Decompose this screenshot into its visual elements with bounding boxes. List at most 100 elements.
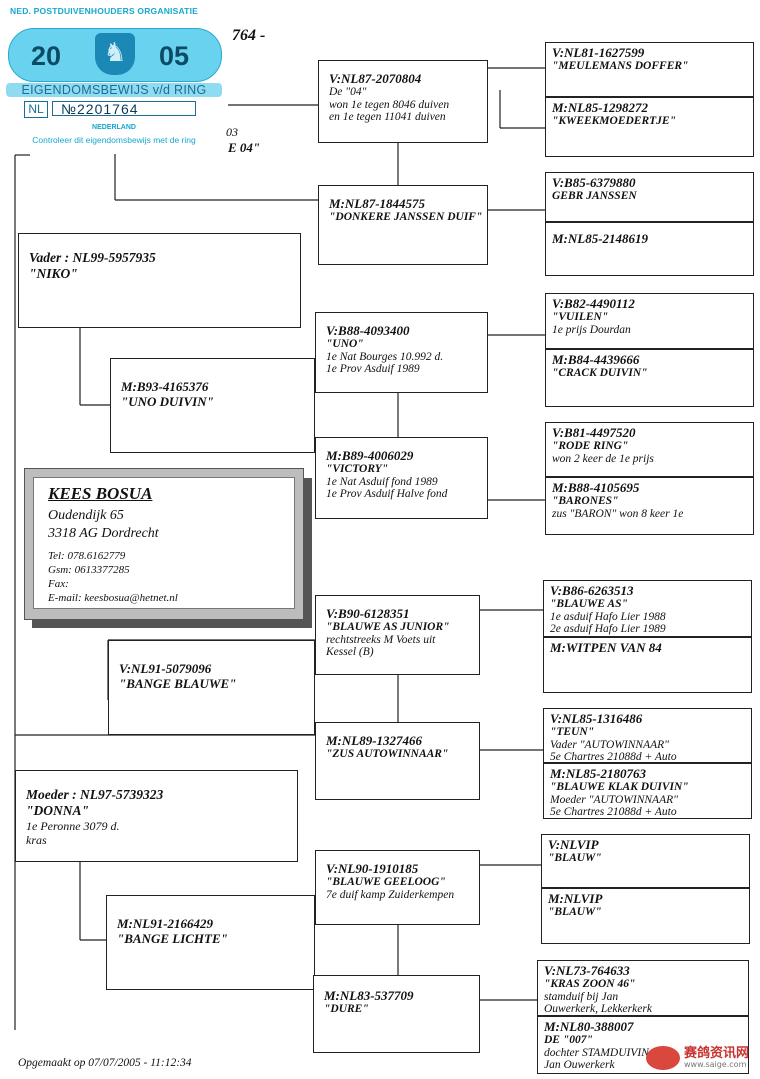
mother-ring: Moeder : NL97-5739323 bbox=[26, 787, 164, 802]
ff-line2: en 1e tegen 11041 duiven bbox=[329, 111, 446, 123]
certificate-year-left: 20 bbox=[31, 41, 62, 71]
owner-email[interactable]: E-mail: keesbosua@hetnet.nl bbox=[48, 592, 178, 604]
fmm-line1: 1e Nat Asduif fond 1989 bbox=[326, 475, 438, 488]
created-timestamp: Opgemaakt op 07/07/2005 - 11:12:34 bbox=[18, 1057, 192, 1069]
fmf-line2: 1e Prov Asduif 1989 bbox=[326, 363, 420, 375]
gg-ring: V:B85-6379880 bbox=[552, 175, 636, 190]
gg-ring: M:NL85-2148619 bbox=[552, 231, 649, 246]
mmf-name: "BLAUWE GEELOOG" bbox=[326, 876, 446, 888]
ring-ownership-certificate: NED. POSTDUIVENHOUDERS ORGANISATIE 20 ♞ … bbox=[0, 0, 228, 154]
mother-father-box: V:NL91-5079096 "BANGE BLAUWE" bbox=[108, 640, 315, 735]
fmm-name: "VICTORY" bbox=[326, 463, 389, 475]
gg-line: 1e asduif Hafo Lier 1988 bbox=[550, 610, 666, 623]
father-name: "NIKO" bbox=[29, 266, 78, 281]
owner-street: Oudendijk 65 bbox=[48, 508, 124, 523]
gg-line: Moeder "AUTOWINNAAR" bbox=[550, 793, 678, 806]
fmf-name: "UNO" bbox=[326, 338, 364, 350]
gg-ring: V:NL81-1627599 bbox=[552, 45, 645, 60]
fmother-ring: M:B93-4165376 bbox=[121, 379, 209, 394]
mff-line1: rechtstreeks M Voets uit bbox=[326, 633, 436, 646]
gg-line: dochter STAMDUIVIN bbox=[544, 1046, 649, 1059]
great-grandparent-box: V:B85-6379880 GEBR JANSSEN bbox=[545, 172, 754, 222]
grandmother-paternal-box: M:NL87-1844575 "DONKERE JANSSEN DUIF" bbox=[318, 185, 488, 265]
watermark-title: 赛鸽资讯网 bbox=[684, 1046, 750, 1061]
gg-name: "CRACK DUIVIN" bbox=[552, 367, 648, 379]
gg-ring: M:B84-4439666 bbox=[552, 352, 640, 367]
gg-ring: M:NL85-1298272 bbox=[552, 100, 649, 115]
grandfather-paternal-box: V:NL87-2070804 De "04" won 1e tegen 8046… bbox=[318, 60, 488, 143]
gg-name: "MEULEMANS DOFFER" bbox=[552, 60, 689, 72]
gg-ring: V:B86-6263513 bbox=[550, 583, 634, 598]
mmm-ring: M:NL83-537709 bbox=[324, 988, 414, 1003]
mfm-name: "ZUS AUTOWINNAAR" bbox=[326, 748, 449, 760]
great-grandparent-box: M:B84-4439666 "CRACK DUIVIN" bbox=[545, 349, 754, 407]
certificate-control-text: Controleer dit eigendomsbewijs met de ri… bbox=[32, 135, 196, 145]
subject-ring-fragment: 764 - bbox=[232, 27, 266, 44]
mm-ring: M:NL91-2166429 bbox=[117, 916, 214, 931]
great-grandparent-box: V:B81-4497520 "RODE RING" won 2 keer de … bbox=[545, 422, 754, 477]
watermark-url: www.saige.com bbox=[684, 1060, 747, 1069]
subject-name-fragment: E 04" bbox=[228, 140, 261, 155]
owner-fax: Fax: bbox=[48, 578, 69, 590]
mother-name: "DONNA" bbox=[26, 803, 89, 818]
gg-name: "KRAS ZOON 46" bbox=[544, 978, 636, 990]
fmf-ring: V:B88-4093400 bbox=[326, 323, 410, 338]
mmm-name: "DURE" bbox=[324, 1003, 369, 1015]
mm-name: "BANGE LICHTE" bbox=[117, 931, 228, 946]
certificate-title: EIGENDOMSBEWIJS v/d RING bbox=[6, 83, 222, 97]
gg-ring: M:NL85-2180763 bbox=[550, 766, 647, 781]
mff-box: V:B90-6128351 "BLAUWE AS JUNIOR" rechtst… bbox=[315, 595, 480, 675]
gg-name: DE "007" bbox=[544, 1034, 593, 1046]
certificate-plate: 20 ♞ 05 bbox=[8, 28, 222, 82]
owner-tel: Tel: 078.6162779 bbox=[48, 550, 126, 562]
father-ring: Vader : NL99-5957935 bbox=[29, 250, 156, 265]
pigeon-logo-icon bbox=[646, 1046, 680, 1070]
certificate-number: №2201764 bbox=[52, 101, 196, 117]
mother-box: Moeder : NL97-5739323 "DONNA" 1e Peronne… bbox=[15, 770, 298, 862]
mmm-box: M:NL83-537709 "DURE" bbox=[313, 975, 480, 1053]
mff-ring: V:B90-6128351 bbox=[326, 606, 410, 621]
lion-crest-icon: ♞ bbox=[95, 33, 135, 75]
great-grandparent-box: V:NLVIP "BLAUW" bbox=[541, 834, 750, 888]
gg-line: 5e Chartres 21088d + Auto bbox=[550, 751, 677, 763]
certificate-year-right: 05 bbox=[159, 41, 190, 71]
mff-name: "BLAUWE AS JUNIOR" bbox=[326, 621, 450, 633]
fmm-ring: M:B89-4006029 bbox=[326, 448, 414, 463]
gg-line: 1e prijs Dourdan bbox=[552, 323, 631, 336]
ff-line1: won 1e tegen 8046 duiven bbox=[329, 98, 450, 111]
great-grandparent-box: V:B86-6263513 "BLAUWE AS" 1e asduif Hafo… bbox=[543, 580, 752, 637]
gg-ring: V:NLVIP bbox=[548, 837, 599, 852]
gg-name: "VUILEN" bbox=[552, 311, 609, 323]
gg-ring: V:NL73-764633 bbox=[544, 963, 630, 978]
gg-name: "TEUN" bbox=[550, 726, 595, 738]
ff-name: De "04" bbox=[329, 86, 367, 98]
gg-name: "BLAUWE AS" bbox=[550, 598, 628, 610]
great-grandparent-box: M:NLVIP "BLAUW" bbox=[541, 888, 750, 944]
fm-name: "DONKERE JANSSEN DUIF" bbox=[329, 211, 483, 223]
subject-ring-fragment-left: 03 bbox=[226, 125, 238, 139]
great-grandparent-box: M:NL85-1298272 "KWEEKMOEDERTJE" bbox=[545, 97, 754, 157]
great-grandparent-box: M:NL80-388007 DE "007" dochter STAMDUIVI… bbox=[537, 1016, 749, 1074]
mmf-line1: 7e duif kamp Zuiderkempen bbox=[326, 888, 455, 901]
ff-ring: V:NL87-2070804 bbox=[329, 71, 422, 86]
gg-ring: M:NL80-388007 bbox=[544, 1019, 634, 1034]
mmf-box: V:NL90-1910185 "BLAUWE GEELOOG" 7e duif … bbox=[315, 850, 480, 925]
gg-name: "BLAUWE KLAK DUIVIN" bbox=[550, 781, 689, 793]
father-box: Vader : NL99-5957935 "NIKO" bbox=[18, 233, 301, 328]
gg-line: zus "BARON" won 8 keer 1e bbox=[552, 507, 684, 520]
gg-ring: V:B81-4497520 bbox=[552, 425, 636, 440]
owner-gsm: Gsm: 0613377285 bbox=[48, 564, 130, 576]
great-grandparent-box: M:B88-4105695 "BARONES" zus "BARON" won … bbox=[545, 477, 754, 535]
mother-line2: kras bbox=[26, 833, 47, 847]
gg-line: Jan Ouwerkerk bbox=[544, 1059, 615, 1071]
owner-name: KEES BOSUA bbox=[48, 484, 153, 503]
great-grandparent-box: V:NL73-764633 "KRAS ZOON 46" stamduif bi… bbox=[537, 960, 749, 1016]
fmf-line1: 1e Nat Bourges 10.992 d. bbox=[326, 350, 444, 363]
gg-line: won 2 keer de 1e prijs bbox=[552, 452, 654, 465]
gg-ring: V:NL85-1316486 bbox=[550, 711, 643, 726]
gg-ring: M:B88-4105695 bbox=[552, 480, 640, 495]
fmm-box: M:B89-4006029 "VICTORY" 1e Nat Asduif fo… bbox=[315, 437, 488, 519]
gg-name: "BLAUW" bbox=[548, 906, 602, 918]
gg-line: stamduif bij Jan bbox=[544, 990, 619, 1003]
mfm-box: M:NL89-1327466 "ZUS AUTOWINNAAR" bbox=[315, 722, 480, 800]
